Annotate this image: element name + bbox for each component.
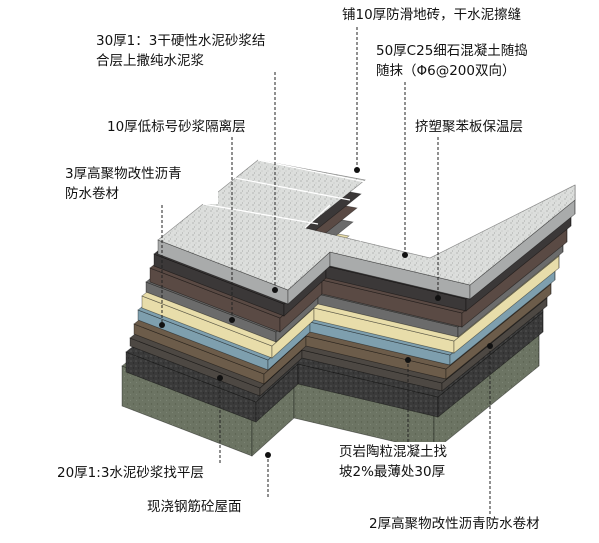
label-slope-concrete-line1: 页岩陶粒混凝土找 bbox=[339, 444, 447, 460]
label-slope-concrete: 页岩陶粒混凝土找 坡2%最薄处30厚 bbox=[336, 442, 482, 482]
label-membrane-3mm-line2: 防水卷材 bbox=[65, 186, 119, 202]
label-fine-concrete-line1: 50厚C25细石混凝土随捣 bbox=[376, 43, 528, 59]
label-bond-mortar-line1: 30厚1：3干硬性水泥砂浆结 bbox=[96, 33, 266, 49]
tile-grout-line bbox=[202, 203, 319, 225]
leader-fine-concrete-dot bbox=[402, 252, 408, 258]
leader-screed-dot bbox=[217, 375, 223, 381]
label-slope-concrete-line2: 坡2%最薄处30厚 bbox=[339, 464, 446, 480]
label-fine-concrete-line2: 随抹（Φ6@200双向） bbox=[376, 63, 516, 79]
layer-tile-top bbox=[157, 159, 576, 291]
leader-membrane-2mm-dot bbox=[487, 343, 493, 349]
label-membrane-2mm: 2厚高聚物改性沥青防水卷材 bbox=[366, 514, 543, 534]
leader-slope-dot bbox=[405, 357, 411, 363]
label-isolation: 10厚低标号砂浆隔离层 bbox=[104, 117, 249, 137]
tile-grout-line bbox=[359, 193, 471, 242]
leader-isolation-dot bbox=[229, 317, 235, 323]
label-bond-mortar: 30厚1：3干硬性水泥砂浆结 合层上撒纯水泥浆 bbox=[93, 31, 289, 71]
leader-membrane-3mm-dot bbox=[159, 322, 165, 328]
tile-grout-line bbox=[304, 204, 331, 229]
label-slab: 现浇钢筋砼屋面 bbox=[144, 497, 245, 517]
label-membrane-3mm: 3厚高聚物改性沥青 防水卷材 bbox=[62, 164, 218, 204]
label-fine-concrete: 50厚C25细石混凝土随捣 随抹（Φ6@200双向） bbox=[373, 41, 559, 81]
leader-tile-dot bbox=[354, 167, 360, 173]
leader-slab-dot bbox=[265, 452, 271, 458]
label-screed: 20厚1:3水泥砂浆找平层 bbox=[54, 463, 207, 483]
leader-insulation-dot bbox=[435, 295, 441, 301]
label-insulation: 挤塑聚苯板保温层 bbox=[412, 117, 526, 137]
label-membrane-3mm-line1: 3厚高聚物改性沥青 bbox=[65, 166, 182, 182]
label-tile: 铺10厚防滑地砖，干水泥擦缝 bbox=[339, 5, 525, 25]
tile-grout-line bbox=[257, 159, 396, 189]
tile-grout-line bbox=[234, 177, 351, 201]
leader-bond-mortar-dot bbox=[272, 287, 278, 293]
label-bond-mortar-line2: 合层上撒纯水泥浆 bbox=[96, 53, 204, 69]
